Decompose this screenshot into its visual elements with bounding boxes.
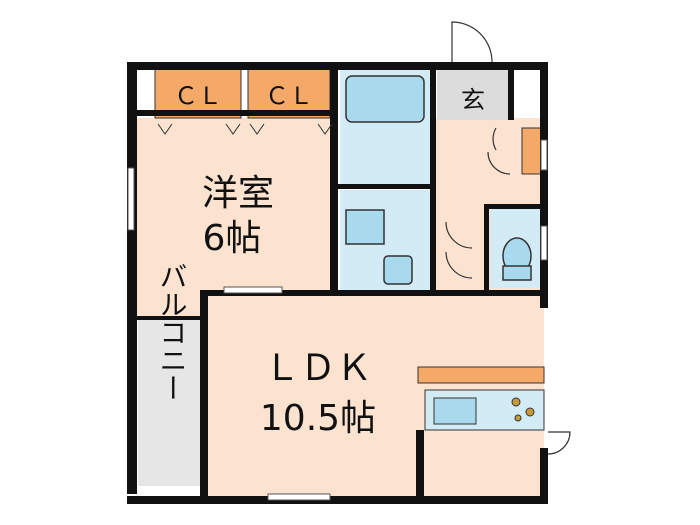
ldk-name: ＬＤＫ — [264, 348, 372, 389]
western-room-floor — [135, 118, 335, 316]
stove-burners — [511, 397, 535, 422]
walls — [127, 62, 548, 504]
closet-doors — [157, 123, 333, 135]
closet-left-label: ＣＬ — [174, 82, 222, 110]
kitchen-sink — [433, 397, 477, 425]
closet-right-label: ＣＬ — [265, 82, 313, 110]
entrance-label: 玄 — [461, 86, 485, 114]
bathtub — [345, 75, 425, 123]
washing-machine-pan — [383, 255, 413, 285]
balcony-floor — [138, 318, 206, 486]
toilet-tank — [502, 265, 532, 281]
doors — [445, 21, 571, 455]
western-room-name: 洋室 — [202, 173, 274, 214]
windows — [127, 139, 548, 501]
kitchen-counter-upper — [417, 366, 545, 384]
western-room-size: 6帖 — [203, 218, 262, 259]
entrance-floor — [437, 68, 509, 120]
balcony-label: バルコニー — [156, 262, 189, 402]
ldk-size: 10.5帖 — [260, 398, 376, 439]
shoe-cabinet — [521, 127, 543, 175]
wash-basin — [345, 209, 385, 245]
closet-left — [154, 67, 242, 119]
